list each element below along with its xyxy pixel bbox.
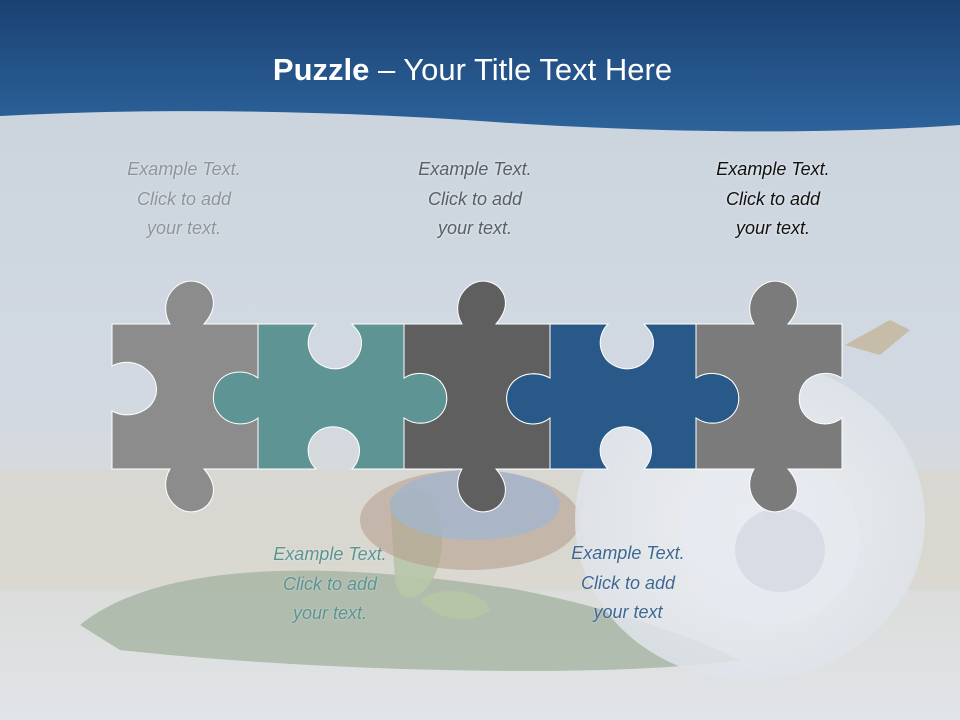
caption-line: Example Text. [418,159,532,179]
caption-line: Example Text. [127,159,241,179]
caption-piece-3[interactable]: Example Text. Click to add your text. [380,155,570,244]
caption-piece-1[interactable]: Example Text. Click to add your text. [89,155,279,244]
caption-line: Example Text. [273,544,387,564]
slide-title[interactable]: Puzzle – Your Title Text Here [0,52,945,88]
header-band [0,0,960,132]
caption-line: Example Text. [716,159,830,179]
caption-line: your text. [146,218,222,238]
caption-line: your text. [437,218,513,238]
caption-line: Example Text. [571,543,685,563]
caption-line: your text. [292,603,368,623]
caption-piece-4[interactable]: Example Text. Click to add your text [533,539,723,628]
caption-piece-2[interactable]: Example Text. Click to add your text. [235,540,425,629]
title-rest: – Your Title Text Here [369,52,673,87]
caption-line: your text. [735,218,811,238]
caption-line: Click to add [282,573,378,594]
puzzle-piece-5[interactable] [695,280,843,513]
caption-line: Click to add [427,188,523,209]
caption-line: Click to add [725,188,821,209]
puzzle-piece-1[interactable] [111,280,259,513]
caption-piece-5[interactable]: Example Text. Click to add your text. [678,155,868,244]
caption-line: your text [593,602,663,622]
title-bold: Puzzle [272,52,370,87]
caption-line: Click to add [580,572,676,593]
leaf-decoration [80,570,740,671]
caption-line: Click to add [136,188,232,209]
